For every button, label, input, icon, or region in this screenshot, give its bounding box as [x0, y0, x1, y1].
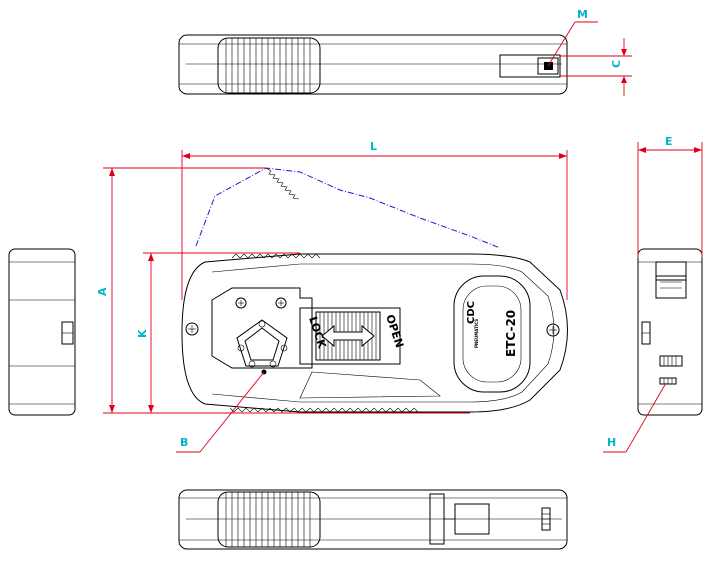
dimension-c: C	[560, 38, 632, 96]
label-b: B	[180, 436, 188, 449]
dimension-l: L	[181, 140, 568, 300]
bottom-view	[178, 489, 568, 550]
label-m: M	[577, 8, 588, 21]
brand-text: PNEUMATICS	[474, 319, 479, 348]
lock-open-arrow-icon	[321, 324, 375, 348]
left-screw	[185, 322, 199, 336]
label-c: C	[610, 60, 623, 68]
main-body	[181, 253, 568, 413]
open-jaw-hidden-line	[195, 167, 501, 249]
label-e: E	[665, 135, 673, 148]
label-l: L	[370, 140, 377, 153]
label-h: H	[607, 436, 616, 449]
dimension-a: A	[96, 167, 470, 414]
top-view: C M	[178, 8, 632, 96]
lock-slider: LOCK OPEN	[299, 307, 406, 365]
cutter-head	[211, 287, 313, 375]
model-text: ETC-20	[504, 310, 518, 357]
pentagon-die	[236, 319, 288, 367]
leader-h: H	[603, 382, 667, 453]
open-text: OPEN	[383, 313, 406, 349]
label-plate: CDC PNEUMATICS ETC-20	[453, 275, 531, 393]
dimension-e: E	[637, 135, 703, 258]
leader-m: M	[547, 8, 598, 67]
right-end-view: E H	[603, 135, 703, 453]
dimension-k: K	[136, 252, 300, 413]
top-view-slider	[499, 54, 561, 78]
label-a: A	[96, 287, 109, 296]
right-screw	[546, 323, 560, 337]
left-end-view	[8, 248, 76, 416]
logo-text: CDC	[466, 301, 477, 324]
bottom-view-grip	[217, 491, 321, 548]
top-view-grip	[217, 37, 321, 94]
label-k: K	[136, 329, 149, 338]
leader-b: B	[176, 371, 265, 453]
front-view: LOCK OPEN CDC PNEUMATICS ETC-20 L	[96, 140, 568, 453]
lower-lever	[299, 371, 441, 399]
